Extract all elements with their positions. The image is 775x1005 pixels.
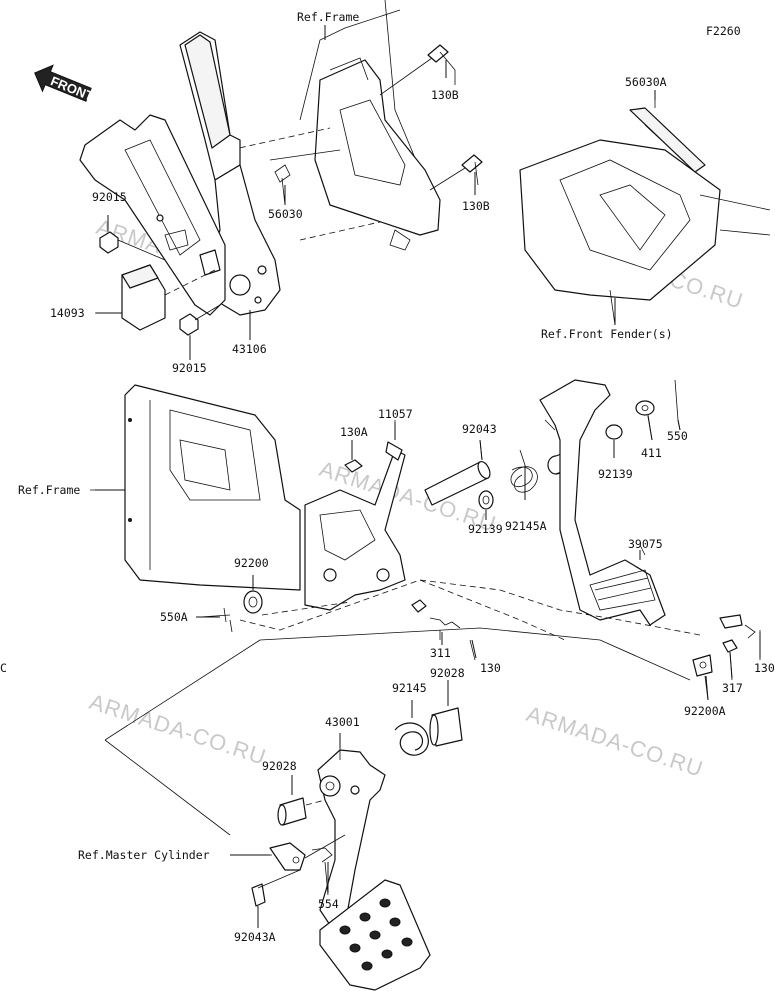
bushing-92028-top: [429, 680, 463, 747]
bolt-130b-upper: [379, 44, 456, 96]
label-130b-upper: 130B: [431, 88, 459, 102]
label-317: 317: [722, 681, 743, 695]
label-56030: 56030: [268, 207, 303, 221]
label-11057: 11057: [378, 407, 413, 421]
label-92139-right: 92139: [598, 467, 633, 481]
nut-92015-bottom: [179, 304, 221, 360]
leader-lines: [95, 25, 761, 928]
label-92043a: 92043A: [234, 930, 276, 944]
diagram-code: F2260: [706, 24, 741, 38]
label-130-mid: 130: [480, 661, 501, 675]
frame-top-section: [229, 0, 441, 251]
watermark-5: ARMADA-CO.RU: [523, 701, 706, 782]
shaft-92043: [424, 439, 491, 506]
brake-dash-1: [305, 799, 326, 806]
label-550a: 550A: [160, 610, 188, 624]
label-39075: 39075: [628, 537, 663, 551]
label-130a: 130A: [340, 425, 368, 439]
label-ref-master-cylinder: Ref.Master Cylinder: [78, 848, 210, 862]
label-92043: 92043: [462, 422, 497, 436]
label-edge-c: C: [0, 661, 7, 675]
brake-pedal-43001: [317, 745, 431, 991]
linkage-dash-2: [261, 601, 351, 616]
front-label: FRONT: [48, 73, 95, 104]
label-554: 554: [318, 897, 339, 911]
nut-311: [411, 599, 476, 661]
pin-550: [674, 379, 681, 431]
label-92145: 92145: [392, 681, 427, 695]
part-labels: Ref.Frame 130B 130B 56030A 56030 92015 1…: [0, 10, 775, 944]
label-ref-front-fender: Ref.Front Fender(s): [541, 327, 673, 341]
front-fender: [519, 139, 771, 326]
label-56030a: 56030A: [625, 75, 667, 89]
spring-92145a: [510, 449, 538, 493]
label-92028-top: 92028: [430, 666, 465, 680]
front-arrow-icon: FRONT: [34, 64, 96, 104]
label-92028-left: 92028: [262, 759, 297, 773]
accelerator-pedal-39075: [539, 379, 666, 626]
label-ref-frame-top: Ref.Frame: [297, 10, 359, 24]
section-outline: [104, 627, 691, 836]
linkage-dash-3: [419, 579, 566, 641]
pedal-bracket-11057: [304, 420, 406, 611]
label-311: 311: [430, 646, 451, 660]
label-92145a: 92145A: [505, 519, 547, 533]
bolt-130a: [344, 440, 363, 473]
pin-550a: [199, 607, 233, 633]
pin-92043a: [251, 869, 301, 925]
label-92139-left: 92139: [468, 522, 503, 536]
watermark-4: ARMADA-CO.RU: [86, 689, 269, 770]
handbrake-lever: [179, 31, 281, 316]
label-43001: 43001: [325, 715, 360, 729]
label-550: 550: [667, 429, 688, 443]
label-14093: 14093: [50, 306, 85, 320]
label-130-right: 130: [754, 661, 775, 675]
frame-mid-section: [90, 384, 301, 591]
label-130b-lower: 130B: [462, 199, 490, 213]
pedal-pad-holes: [339, 898, 413, 971]
strip-56030a: [629, 95, 706, 173]
label-92015-bottom: 92015: [172, 361, 207, 375]
label-ref-frame-mid: Ref.Frame: [18, 483, 80, 497]
label-92200a: 92200A: [684, 704, 726, 718]
label-92200: 92200: [234, 556, 269, 570]
label-92015-top: 92015: [92, 190, 127, 204]
label-43106: 43106: [232, 342, 267, 356]
bolt-130b-lower: [429, 154, 483, 191]
linkage-dash-1: [239, 579, 701, 636]
label-411: 411: [641, 446, 662, 460]
lever-bracket: [79, 114, 226, 316]
cable-56030: [274, 164, 291, 206]
